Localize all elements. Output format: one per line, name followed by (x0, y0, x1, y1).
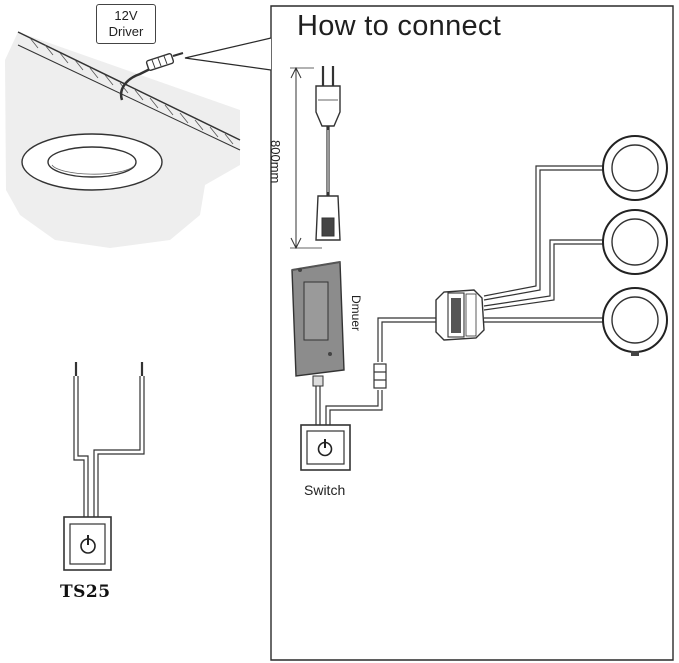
dimmer-unit (291, 261, 345, 387)
driver-tag: 12V Driver (96, 4, 156, 44)
light-wires (483, 165, 604, 323)
power-icon (317, 439, 333, 457)
downlight-icon (602, 135, 668, 201)
power-icon (80, 535, 96, 554)
callout-pointer (184, 37, 272, 71)
driver-tag-label: Driver (108, 24, 144, 39)
mains-plug-cable (290, 66, 341, 250)
panel-frame (270, 5, 674, 661)
splitter-hub (435, 289, 485, 341)
wiring (315, 317, 436, 425)
panel-title: How to connect (297, 10, 502, 42)
plug-icon (315, 66, 341, 127)
connector-icon (145, 52, 184, 71)
ceiling-scene (5, 31, 241, 248)
dimmer-label: Dmuer (349, 295, 363, 332)
downlight-icon (602, 287, 668, 356)
downlight-icon (602, 209, 668, 275)
wall-switch (300, 424, 351, 471)
downlight-lens (47, 146, 137, 178)
driver-tag-voltage: 12V (114, 8, 138, 23)
ts25-switch-assembly (63, 362, 145, 571)
model-label: TS25 (60, 582, 111, 602)
cable-length-label: 800mm (268, 140, 283, 184)
switch-label: Switch (304, 482, 346, 498)
